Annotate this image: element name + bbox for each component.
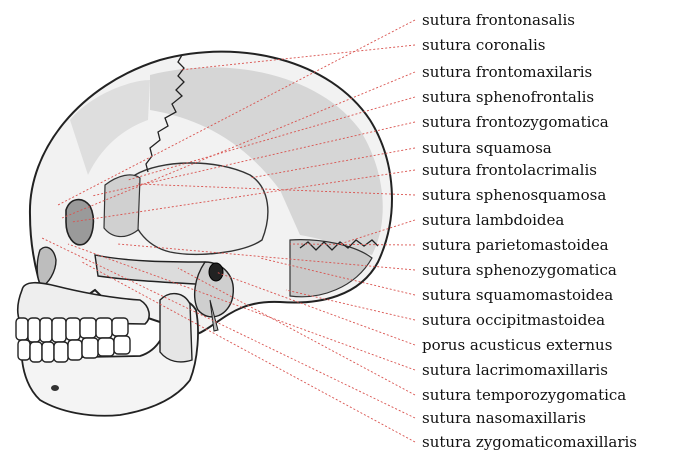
label-sutura-occipitmastoidea: sutura occipitmastoidea: [422, 311, 605, 329]
coronal-suture-line: [145, 54, 185, 173]
label-sutura-coronalis: sutura coronalis: [422, 36, 545, 54]
label-sutura-frontomaxilaris: sutura frontomaxilaris: [422, 63, 592, 81]
label-sutura-parietomastoidea: sutura parietomastoidea: [422, 236, 609, 254]
occipital-shade: [289, 239, 373, 298]
label-sutura-sphenozygomatica: sutura sphenozygomatica: [422, 261, 617, 279]
leader-line-10: [289, 243, 416, 246]
label-porus-acusticus-externus: porus acusticus externus: [422, 336, 612, 354]
temporal-bone: [129, 162, 269, 256]
label-sutura-frontolacrimalis: sutura frontolacrimalis: [422, 161, 597, 179]
leader-line-16: [177, 267, 416, 396]
label-sutura-sphenosquamosa: sutura sphenosquamosa: [422, 186, 606, 204]
label-sutura-frontozygomatica: sutura frontozygomatica: [422, 113, 609, 131]
leader-line-12: [259, 257, 416, 296]
leader-line-11: [117, 243, 416, 271]
label-sutura-lacrimomaxillaris: sutura lacrimomaxillaris: [422, 361, 608, 379]
leader-line-2: [179, 44, 416, 71]
leader-line-4: [127, 96, 416, 181]
leader-line-14: [215, 271, 416, 346]
mandible-ramus: [159, 293, 193, 363]
leader-line-5: [91, 121, 416, 197]
label-sutura-squamomastoidea: sutura squamomastoidea: [422, 286, 613, 304]
sphenoid-wing: [103, 174, 141, 238]
leader-lines: [41, 19, 416, 443]
lower-teeth: [17, 335, 131, 363]
leader-line-7: [71, 169, 416, 223]
frontal-shade: [70, 80, 150, 175]
leader-line-17: [41, 237, 416, 419]
label-sutura-zygomaticomaxillaris: sutura zygomaticomaxillaris: [422, 433, 637, 451]
external-acoustic-meatus: [208, 262, 224, 282]
leader-line-9: [339, 219, 416, 245]
maxilla: [17, 281, 150, 325]
leader-line-1: [57, 19, 416, 206]
label-sutura-nasomaxillaris: sutura nasomaxillaris: [422, 409, 586, 427]
leader-line-15: [67, 243, 416, 371]
nasal-aperture: [36, 246, 57, 287]
styloid-process: [209, 299, 219, 332]
label-sutura-temporozygomatica: sutura temporozygomatica: [422, 386, 626, 404]
mental-foramen: [51, 385, 59, 391]
label-sutura-squamosa: sutura squamosa: [422, 139, 552, 157]
parietal-shade: [150, 67, 383, 255]
mastoid-process: [193, 261, 234, 318]
orbit: [65, 198, 95, 246]
label-sutura-frontonasalis: sutura frontonasalis: [422, 11, 575, 29]
lambdoid-suture-line: [299, 239, 379, 251]
label-list: sutura frontonasalis sutura coronalis su…: [422, 11, 637, 451]
leader-line-18: [81, 261, 416, 443]
label-sutura-sphenofrontalis: sutura sphenofrontalis: [422, 88, 594, 106]
label-sutura-lambdoidea: sutura lambdoidea: [422, 211, 564, 229]
